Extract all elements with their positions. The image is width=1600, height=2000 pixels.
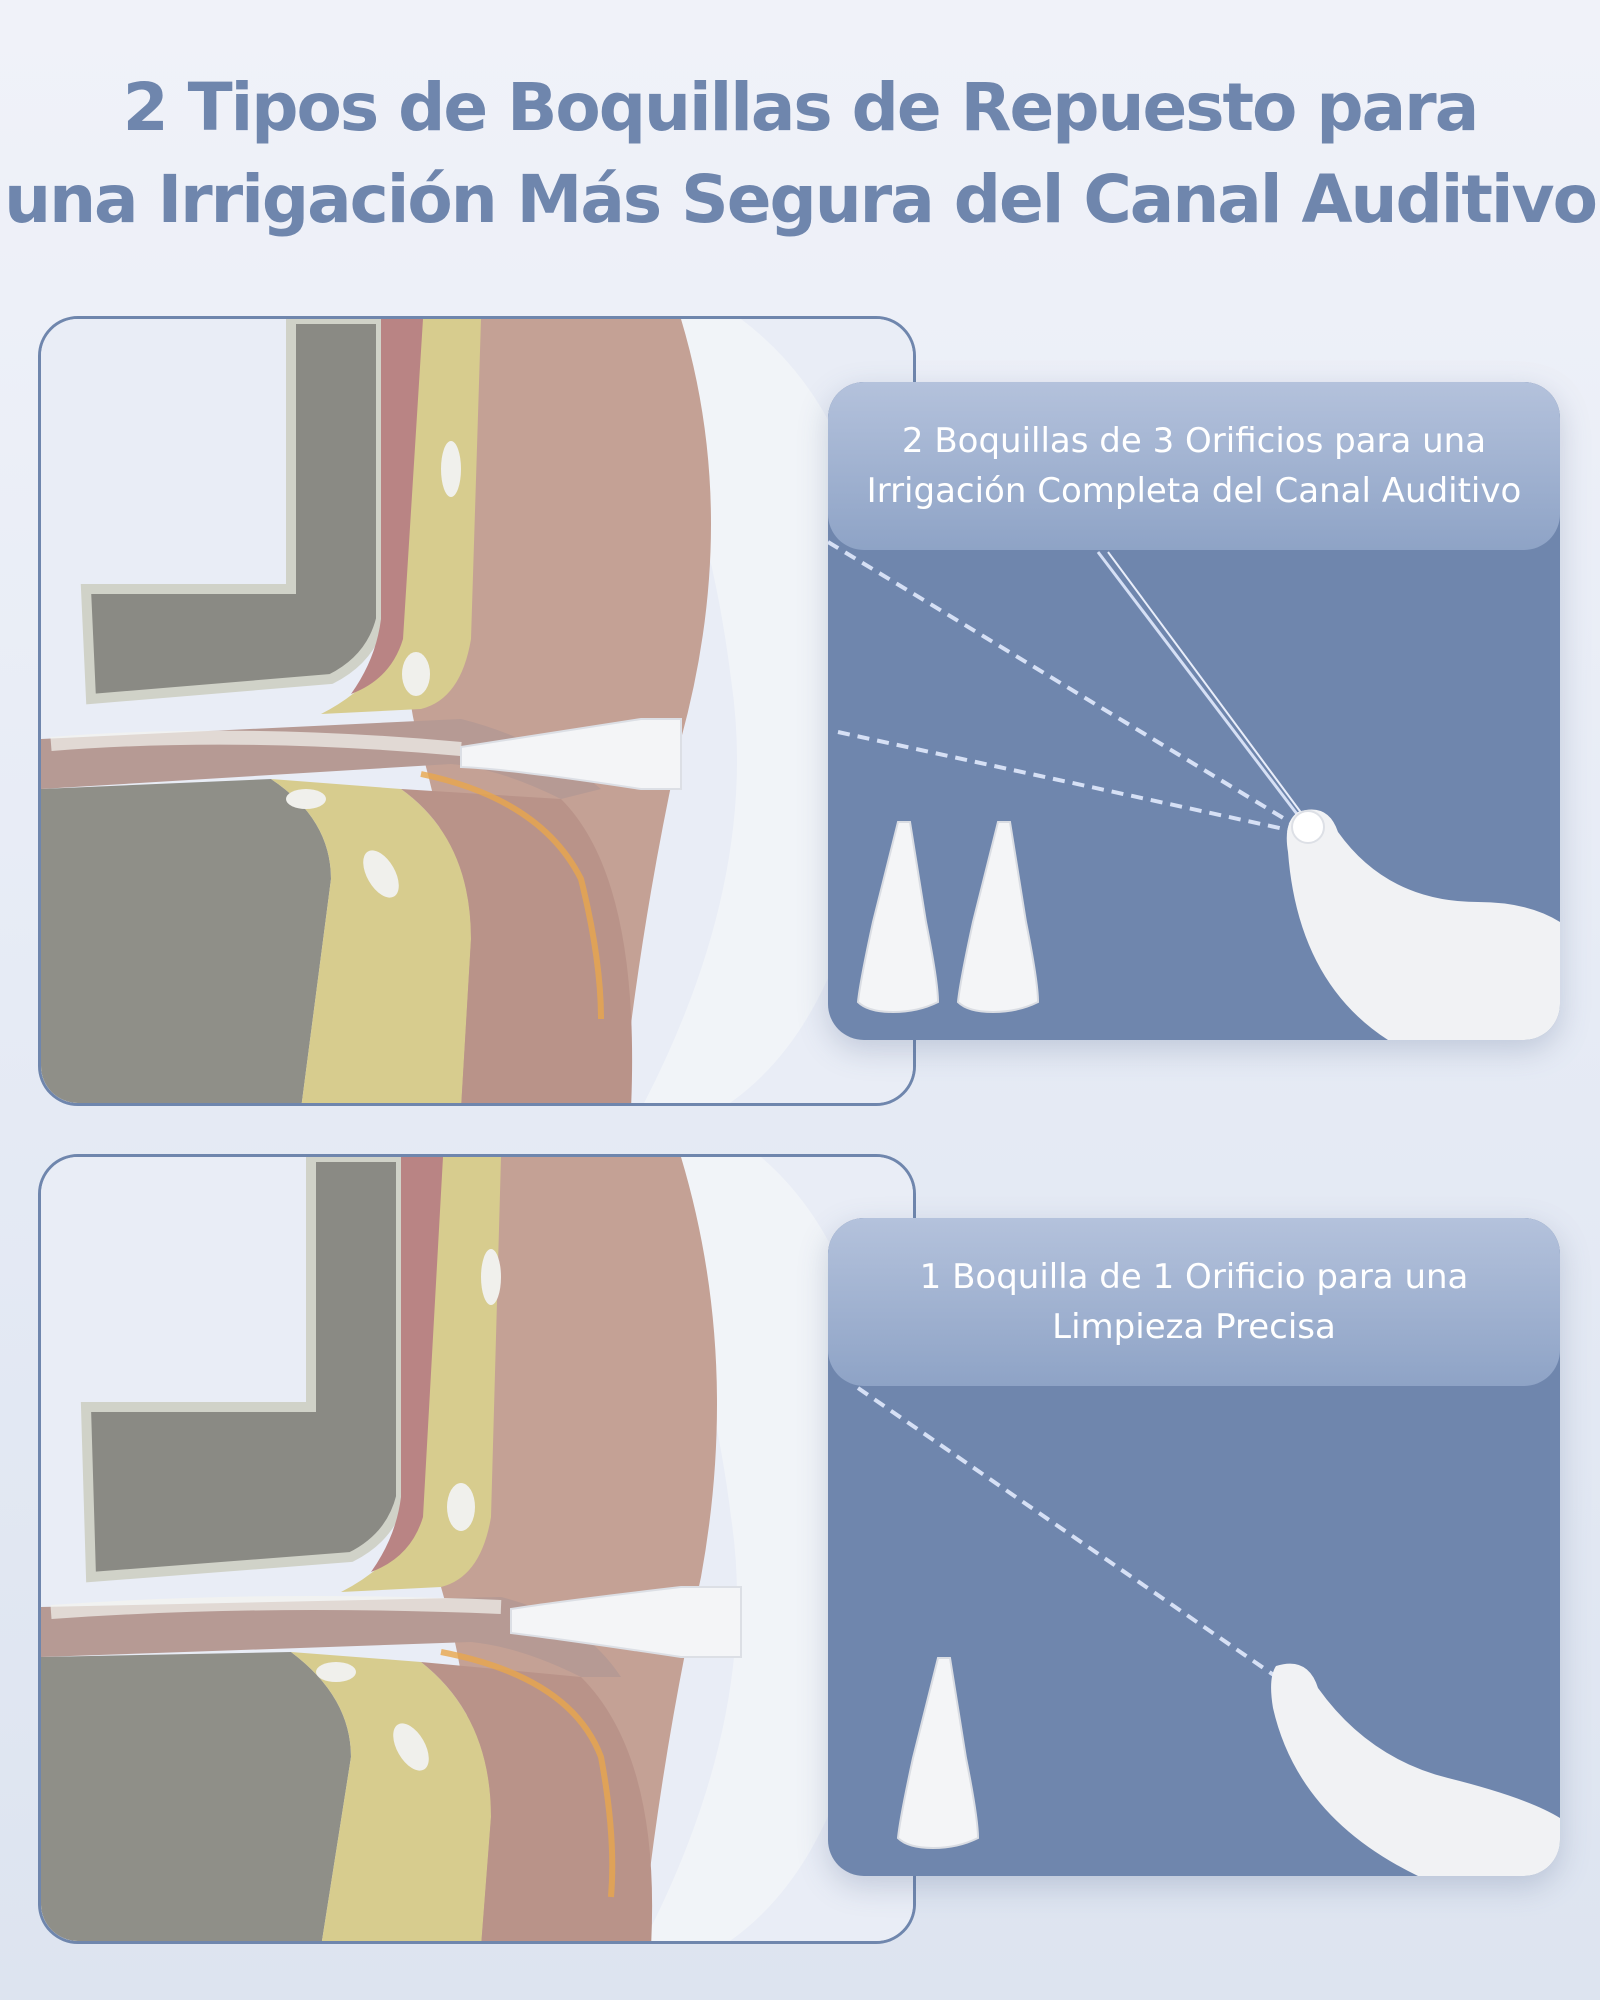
ear-canal-cross-section-image: [41, 319, 913, 1103]
caption-line-2: Irrigación Completa del Canal Auditivo: [866, 471, 1522, 511]
ear-canal-cross-section-image: [41, 1157, 913, 1941]
ear-illustration-three-hole: [38, 316, 916, 1106]
three-hole-nozzle-image: [828, 540, 1560, 1040]
caption-line-1: 1 Boquilla de 1 Orificio para una: [919, 1257, 1469, 1297]
caption-line-1: 2 Boquillas de 3 Orificios para una: [901, 421, 1487, 461]
one-hole-nozzle-card: 1 Boquilla de 1 Orificio para una Limpie…: [828, 1218, 1560, 1876]
one-hole-nozzle-image: [856, 1386, 1560, 1876]
title-line-1: 2 Tipos de Boquillas de Repuesto para: [122, 69, 1480, 146]
title-line-2: una Irrigación Más Segura del Canal Audi…: [4, 161, 1598, 238]
caption-line-2: Limpieza Precisa: [1052, 1307, 1336, 1347]
one-hole-nozzle-caption: 1 Boquilla de 1 Orificio para una Limpie…: [828, 1218, 1560, 1386]
three-hole-nozzle-card: 2 Boquillas de 3 Orificios para una Irri…: [828, 382, 1560, 1040]
spare-tip-icon: [956, 821, 1040, 1014]
three-hole-nozzle-caption: 2 Boquillas de 3 Orificios para una Irri…: [828, 382, 1560, 550]
ear-illustration-one-hole: [38, 1154, 916, 1944]
spare-tip-icon: [896, 1657, 980, 1850]
page-title: 2 Tipos de Boquillas de Repuesto para un…: [0, 62, 1600, 246]
spare-tip-icon: [856, 821, 940, 1014]
